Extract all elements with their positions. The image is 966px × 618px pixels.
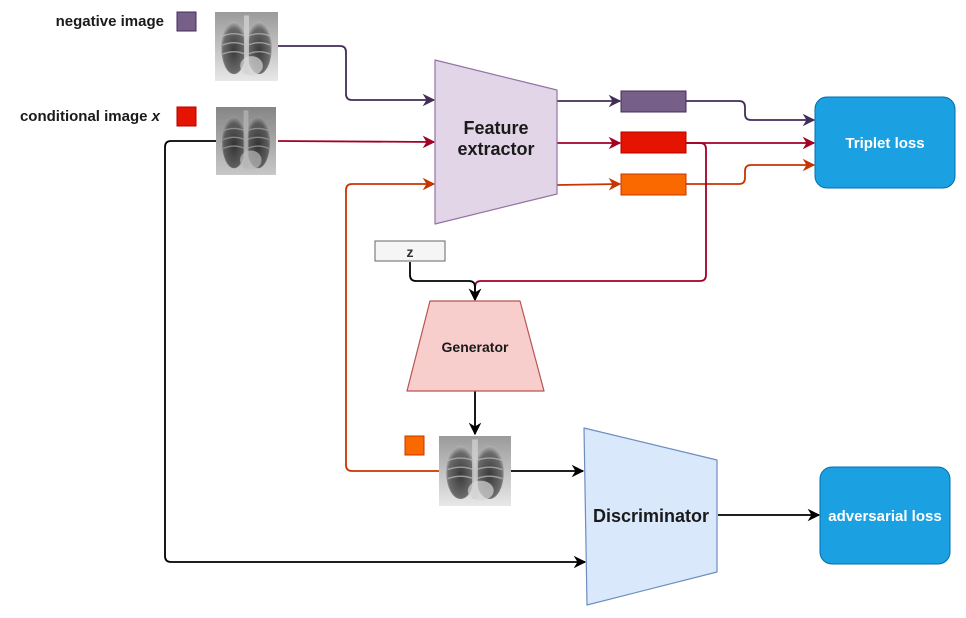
z-noise-box	[374, 240, 446, 262]
generated-feature-vector	[620, 173, 687, 196]
conditional-swatch	[176, 106, 197, 127]
z-to-generator-line	[409, 262, 482, 302]
feature-extractor-label: Feature	[463, 118, 528, 138]
conditional-to-extractor-line	[277, 135, 436, 149]
feature-extractor-label-line2: extractor	[457, 139, 534, 159]
negative-xray-image	[214, 11, 279, 82]
generated-swatch	[404, 435, 425, 456]
extractor-to-generated-feature-line	[556, 177, 622, 191]
negative-feature-to-triplet-line	[686, 100, 816, 127]
generator-block	[406, 300, 545, 392]
generated-to-extractor-line	[345, 177, 440, 472]
conditional-feature-vector	[620, 131, 687, 154]
feature-extractor-block	[434, 59, 558, 225]
generated-feature-to-triplet-line	[686, 158, 816, 185]
adversarial-loss-box	[819, 466, 951, 565]
negative-image-label: negative image	[56, 13, 164, 30]
connectors	[164, 45, 821, 569]
triplet-loss-label: Triplet loss	[845, 135, 924, 152]
triplet-loss-box	[814, 96, 956, 189]
discriminator-block	[583, 427, 718, 606]
negative-swatch	[176, 11, 197, 32]
discriminator-label: Discriminator	[593, 506, 709, 526]
negative-to-extractor-line	[278, 45, 436, 107]
generated-xray-image	[438, 435, 512, 507]
generator-label: Generator	[442, 339, 509, 355]
adversarial-loss-label: adversarial loss	[828, 508, 941, 525]
z-label: z	[407, 244, 414, 260]
negative-feature-vector	[620, 90, 687, 113]
conditional-feature-to-generator-line	[468, 142, 707, 302]
conditional-image-label: conditional image x	[20, 108, 161, 125]
conditional-xray-image	[215, 106, 277, 176]
conditional-to-discriminator-line	[164, 140, 587, 569]
